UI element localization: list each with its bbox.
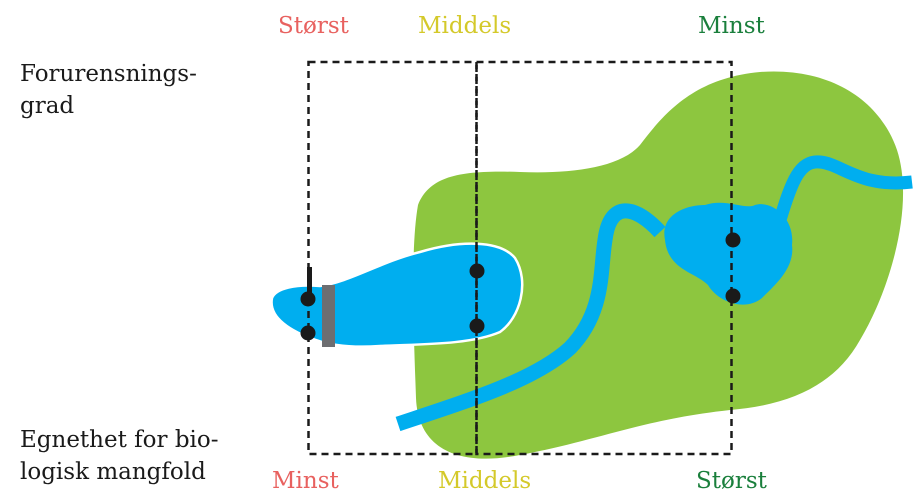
river-upstream [773,155,913,222]
measurement-point [469,263,485,279]
measurement-point [725,232,741,248]
top-scale-right-label: Minst [698,13,765,39]
green-land-area [413,71,904,459]
measurement-point [300,325,316,341]
pollution-degree-label: Forurensnings- grad [20,58,197,122]
outlet-pipe [322,285,335,347]
biodiversity-label-line2: logisk mangfold [20,459,206,485]
biodiversity-suitability-label: Egnethet for bio- logisk mangfold [20,424,219,488]
pipe-stem [307,267,312,301]
zone-box-low-pollution [475,60,733,456]
river-lake [664,202,793,305]
bottom-scale-right-label: Størst [696,468,767,494]
bottom-scale-middle-label: Middels [438,468,532,494]
measurement-point [469,318,485,334]
river [395,203,666,432]
bottom-scale-left-label: Minst [272,468,339,494]
top-scale-left-label: Størst [278,13,349,39]
top-scale-middle-label: Middels [418,13,512,39]
pollution-degree-label-line2: grad [20,93,75,119]
biodiversity-label-line1: Egnethet for bio- [20,427,219,453]
pollution-degree-label-line1: Forurensnings- [20,61,197,87]
measurement-point [300,291,316,307]
measurement-point [725,288,741,304]
measurement-points [300,232,741,341]
